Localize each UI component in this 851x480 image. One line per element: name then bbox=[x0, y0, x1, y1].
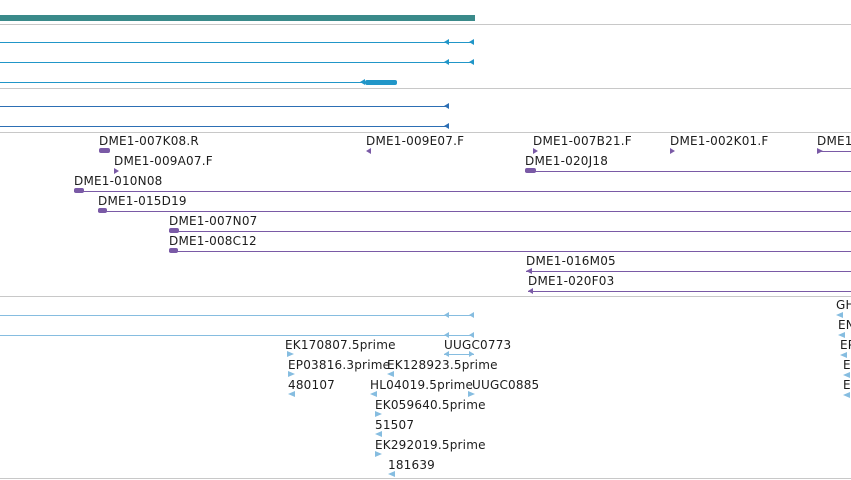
est-arrow-icon bbox=[840, 352, 847, 358]
clone-feature[interactable] bbox=[525, 168, 536, 173]
est-arrow-icon bbox=[843, 372, 850, 378]
clone-label[interactable]: DME1-009E07.F bbox=[366, 134, 465, 148]
est-arrow-icon bbox=[444, 312, 449, 318]
est-arrow-icon bbox=[469, 351, 474, 357]
est-line[interactable] bbox=[444, 354, 474, 355]
est-arrow-icon bbox=[375, 451, 382, 457]
clone-arrow-icon bbox=[114, 168, 119, 174]
est-arrow-icon bbox=[288, 391, 295, 397]
est-arrow-icon bbox=[469, 332, 474, 338]
track-divider bbox=[0, 132, 851, 133]
clone-arrow-icon bbox=[366, 148, 371, 154]
est-label[interactable]: EK128923.5prime bbox=[387, 358, 498, 372]
clone-line[interactable] bbox=[817, 151, 851, 152]
clone-label[interactable]: DME1-002K01.F bbox=[670, 134, 769, 148]
transcript-arrow-icon bbox=[444, 103, 449, 109]
track-divider bbox=[0, 296, 851, 297]
transcript-line[interactable] bbox=[0, 106, 449, 107]
est-label[interactable]: 480107 bbox=[288, 378, 336, 392]
est-arrow-icon bbox=[444, 332, 449, 338]
est-arrow-icon bbox=[387, 371, 394, 377]
clone-label[interactable]: DME1-007K08.R bbox=[99, 134, 199, 148]
transcript-arrow-icon bbox=[360, 79, 365, 85]
clone-line[interactable] bbox=[98, 211, 851, 212]
transcript-line[interactable] bbox=[0, 42, 474, 43]
est-arrow-icon bbox=[288, 371, 295, 377]
est-label[interactable]: EK170807.5prime bbox=[285, 338, 396, 352]
est-arrow-icon bbox=[836, 312, 843, 318]
est-label[interactable]: EN bbox=[838, 318, 851, 332]
track-divider bbox=[0, 24, 851, 25]
clone-label[interactable]: DME1-020F03 bbox=[528, 274, 615, 288]
est-arrow-icon bbox=[469, 312, 474, 318]
est-label[interactable]: 181639 bbox=[388, 458, 436, 472]
clone-feature[interactable] bbox=[74, 188, 84, 193]
clone-line[interactable] bbox=[169, 251, 851, 252]
transcript-exon[interactable] bbox=[365, 80, 397, 85]
clone-line[interactable] bbox=[169, 231, 851, 232]
est-arrow-icon bbox=[444, 351, 449, 357]
est-label[interactable]: UUGC0885 bbox=[472, 378, 540, 392]
est-arrow-icon bbox=[287, 351, 294, 357]
clone-label[interactable]: DME1-007N07 bbox=[169, 214, 258, 228]
est-label[interactable]: EK292019.5prime bbox=[375, 438, 486, 452]
clone-feature[interactable] bbox=[99, 148, 110, 153]
est-arrow-icon bbox=[838, 332, 845, 338]
clone-arrow-icon bbox=[817, 148, 823, 154]
est-arrow-icon bbox=[370, 391, 377, 397]
transcript-arrow-icon bbox=[444, 59, 449, 65]
transcript-arrow-icon bbox=[469, 59, 474, 65]
clone-label[interactable]: DME1-016M05 bbox=[526, 254, 616, 268]
est-line[interactable] bbox=[0, 335, 474, 336]
transcript-arrow-icon bbox=[444, 123, 449, 129]
transcript-arrow-icon bbox=[444, 39, 449, 45]
clone-arrow-icon bbox=[528, 288, 533, 294]
clone-feature[interactable] bbox=[98, 208, 107, 213]
est-label[interactable]: E bbox=[843, 378, 851, 392]
clone-arrow-icon bbox=[526, 268, 532, 274]
clone-label[interactable]: DME1-020J18 bbox=[525, 154, 609, 168]
track-divider bbox=[0, 478, 851, 479]
est-label[interactable]: EP03816.3prime bbox=[288, 358, 391, 372]
est-arrow-icon bbox=[388, 471, 395, 477]
est-label[interactable]: UUGC0773 bbox=[444, 338, 512, 352]
est-arrow-icon bbox=[468, 391, 475, 397]
clone-label[interactable]: DME1-010N08 bbox=[74, 174, 163, 188]
clone-feature[interactable] bbox=[169, 228, 179, 233]
est-line[interactable] bbox=[0, 315, 474, 316]
gene-model-bar[interactable] bbox=[0, 15, 475, 21]
clone-feature[interactable] bbox=[169, 248, 178, 253]
clone-label[interactable]: DME1-007B21.F bbox=[533, 134, 632, 148]
transcript-line[interactable] bbox=[0, 62, 474, 63]
clone-label[interactable]: DME1-008C12 bbox=[169, 234, 257, 248]
est-label[interactable]: EP bbox=[840, 338, 851, 352]
clone-line[interactable] bbox=[528, 291, 851, 292]
est-label[interactable]: 51507 bbox=[375, 418, 415, 432]
est-label[interactable]: E bbox=[843, 358, 851, 372]
clone-line[interactable] bbox=[525, 171, 851, 172]
transcript-arrow-icon bbox=[469, 39, 474, 45]
clone-line[interactable] bbox=[74, 191, 851, 192]
est-arrow-icon bbox=[375, 411, 382, 417]
est-label[interactable]: GH bbox=[836, 298, 851, 312]
est-label[interactable]: EK059640.5prime bbox=[375, 398, 486, 412]
clone-label[interactable]: DME1-009A07.F bbox=[114, 154, 213, 168]
clone-arrow-icon bbox=[533, 148, 538, 154]
est-label[interactable]: HL04019.5prime bbox=[370, 378, 474, 392]
clone-label[interactable]: DME1-015D19 bbox=[98, 194, 187, 208]
transcript-line[interactable] bbox=[0, 126, 449, 127]
est-arrow-icon bbox=[375, 431, 382, 437]
track-divider bbox=[0, 88, 851, 89]
clone-line[interactable] bbox=[526, 271, 851, 272]
clone-arrow-icon bbox=[670, 148, 675, 154]
transcript-line[interactable] bbox=[0, 82, 396, 83]
clone-label[interactable]: DME1 bbox=[817, 134, 851, 148]
est-arrow-icon bbox=[843, 392, 850, 398]
